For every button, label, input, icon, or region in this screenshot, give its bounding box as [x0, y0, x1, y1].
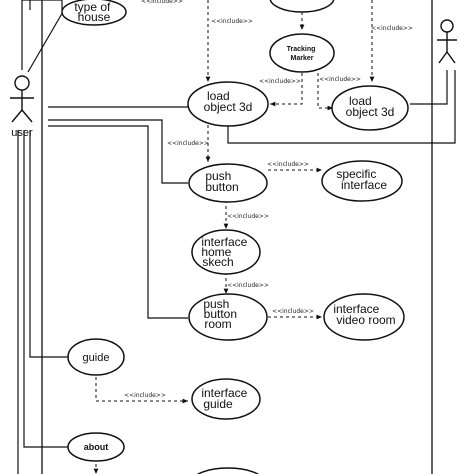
include-label: <<include>> [124, 392, 166, 399]
load-object-left-label: load object 3d [204, 89, 253, 114]
tracking-marker-label: Tracking Marker [287, 46, 318, 62]
include-label: <<include>> [167, 140, 209, 147]
interface-guide-usecase[interactable] [191, 378, 261, 420]
user-associations [17, 0, 188, 474]
right-actor-associations [227, 70, 456, 144]
include-label: <<include>> [319, 76, 361, 83]
include-label: <<include>> [259, 78, 301, 85]
push-button-label: push button [205, 169, 238, 194]
include-label: <<include>> [272, 308, 314, 315]
load-object-right-usecase[interactable] [331, 85, 409, 131]
guide-usecase[interactable] [67, 338, 125, 376]
interface-home-skech-usecase[interactable] [191, 229, 261, 275]
include-label: <<include>> [141, 0, 183, 5]
include-label: <<include>> [371, 25, 413, 32]
interface-guide-label: interface guide [201, 386, 250, 411]
include-labels: <<include>> <<include>> <<include>> <<in… [124, 0, 413, 399]
about-label: about [84, 442, 109, 452]
include-label: <<include>> [211, 18, 253, 25]
guide-label: guide [83, 352, 110, 364]
bottom-usecase-ellipse[interactable] [192, 467, 264, 474]
specific-interface-label: specific interface [336, 167, 387, 192]
about-usecase[interactable] [67, 432, 125, 462]
push-button-usecase[interactable] [188, 163, 268, 203]
right-actor[interactable] [437, 19, 457, 64]
type-of-house-usecase[interactable] [61, 0, 127, 26]
push-button-room-label: push button room [203, 297, 240, 331]
push-button-room-usecase[interactable] [188, 293, 268, 341]
user-actor-label: user [11, 127, 33, 139]
interface-video-room-usecase[interactable] [323, 293, 405, 341]
interface-home-skech-label: interface home skech [201, 235, 250, 269]
interface-video-room-label: interface video room [333, 302, 395, 327]
include-relations [93, 0, 375, 474]
include-label: <<include>> [227, 213, 269, 220]
include-label: <<include>> [267, 161, 309, 168]
system-boundary [41, 0, 433, 474]
specific-interface-usecase[interactable] [321, 160, 403, 202]
type-of-house-label: type of house [74, 0, 113, 24]
load-object-left-usecase[interactable] [187, 81, 269, 127]
tracking-marker-usecase[interactable] [269, 33, 335, 73]
include-label: <<include>> [227, 282, 269, 289]
load-object-right-label: load object 3d [346, 94, 395, 119]
user-actor[interactable] [10, 75, 34, 123]
top-usecase-ellipse[interactable] [269, 0, 335, 13]
